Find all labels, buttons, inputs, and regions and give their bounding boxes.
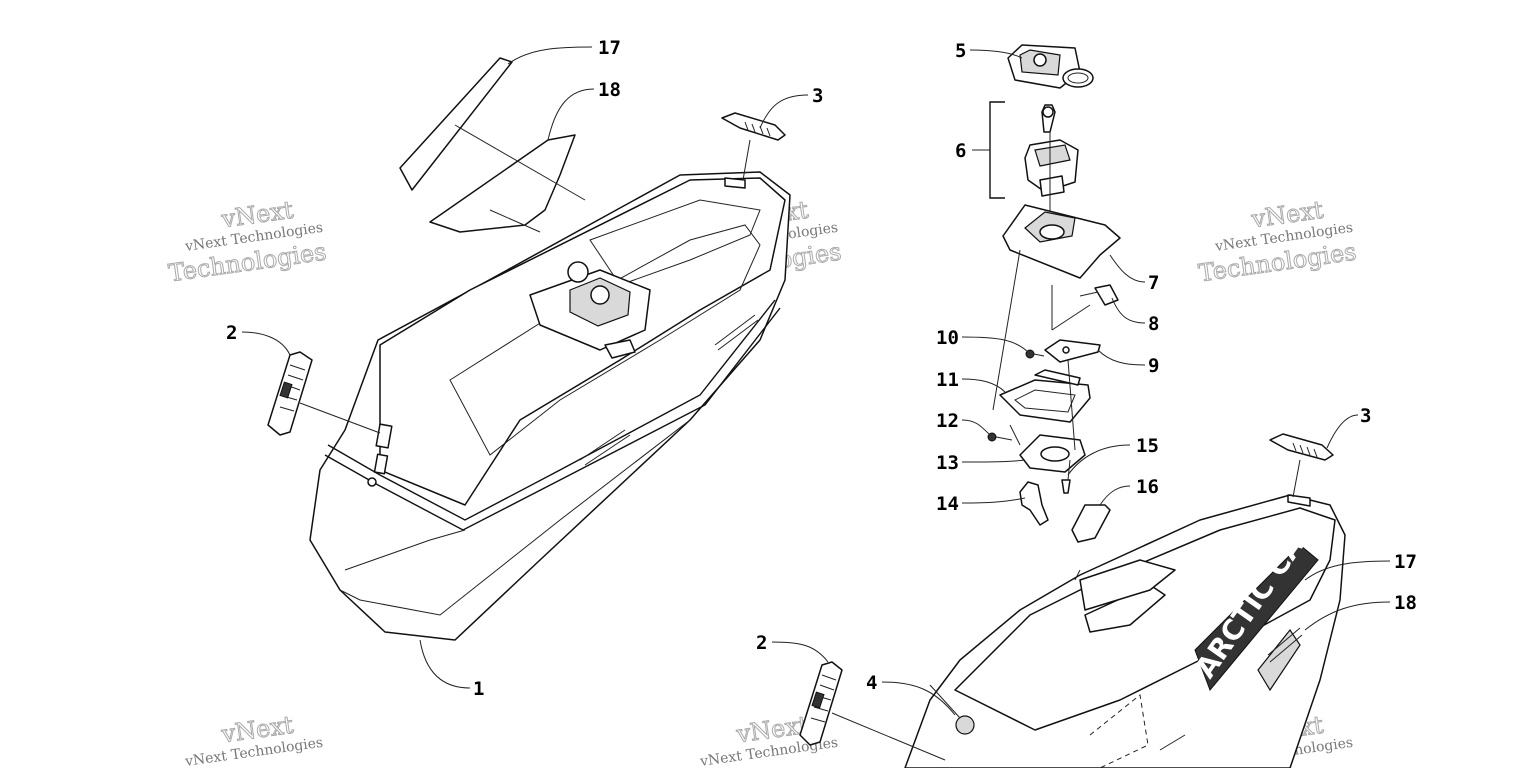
part-11-latch-frame [999,369,1091,423]
axis-9-13 [1067,359,1076,451]
callout-11: 11 [936,369,959,391]
leader-decal-17-left [454,124,586,201]
leader-lines [241,46,1391,716]
part-3-reflector-right [1269,433,1334,498]
part-6-lock-cylinder-key [1024,104,1079,197]
callout-15: 15 [1136,435,1159,457]
watermark-top-left: vNext vNext Technologies Technologies [166,195,328,288]
part-4-knob [929,684,975,735]
callout-1: 1 [473,678,484,700]
part-14-hook [1019,481,1049,526]
leader-decal-18-left [489,209,541,233]
part-2-latch-right [799,661,946,761]
callout-17-left: 17 [598,37,621,59]
watermark-top-right: vNext vNext Technologies Technologies [1196,195,1358,288]
bracket-6 [989,101,1005,199]
decal-17-left [399,57,513,191]
part-7-lock-housing [1002,204,1121,279]
part-10-spring [1025,349,1045,359]
callout-18-right: 18 [1394,592,1417,614]
callout-14: 14 [936,493,959,515]
part-9-plate [1044,339,1101,363]
saddlebag-left [309,171,791,641]
callout-4: 4 [866,672,877,694]
decal-18-left [429,134,576,233]
leader-7-axis2 [1051,304,1091,331]
callout-2-left: 2 [226,322,237,344]
part-3-reflector-left [721,112,786,181]
callout-3-left: 3 [812,85,823,107]
callout-2-right: 2 [756,632,767,654]
part-15-screw [1061,459,1071,494]
callout-12: 12 [936,410,959,432]
callout-8: 8 [1148,313,1159,335]
saddlebag-right: ARCTIC CAT [904,494,1346,768]
callout-3-right: 3 [1360,405,1371,427]
callout-16: 16 [1136,476,1159,498]
callout-5: 5 [955,40,966,62]
watermark-bottom-left: vNext vNext Technologies [183,710,324,768]
callout-6: 6 [955,140,966,162]
part-16-pad [1071,504,1111,543]
part-13-base-plate [1019,434,1086,473]
part-5-lock-cover [1007,44,1094,89]
callout-9: 9 [1148,355,1159,377]
callout-13: 13 [936,452,959,474]
leader-7-guide [992,249,1021,411]
part-8-clip [1079,284,1119,306]
callout-18-left: 18 [598,79,621,101]
callout-17-right: 17 [1394,551,1417,573]
part-12-screw [987,424,1021,446]
callout-7: 7 [1148,272,1159,294]
callout-10: 10 [936,327,959,349]
